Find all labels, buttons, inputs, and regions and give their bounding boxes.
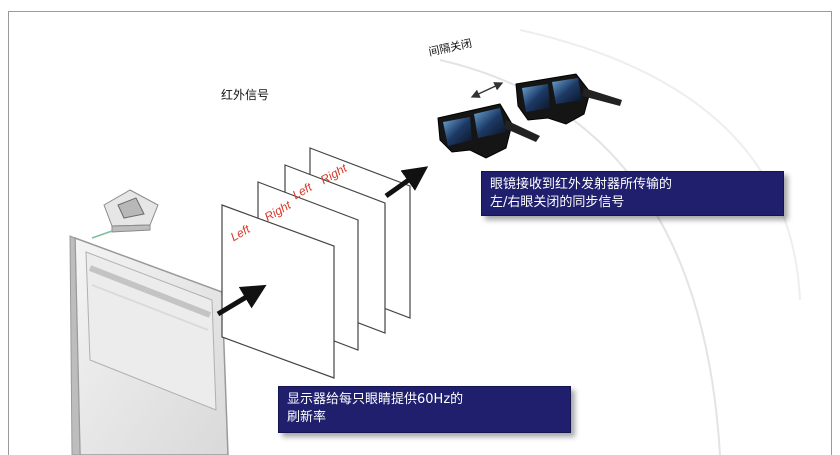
gap-double-arrow xyxy=(470,82,504,98)
glasses-callout-line2: 左/右眼关闭的同步信号 xyxy=(490,195,625,210)
frame-1 xyxy=(221,204,335,379)
figure-border xyxy=(8,11,832,455)
shutter-glasses-front xyxy=(437,103,540,159)
glasses-callout: 眼镜接收到红外发射器所传输的 左/右眼关闭的同步信号 xyxy=(481,171,784,216)
shutter-glasses-back xyxy=(515,73,622,125)
ir-emitter xyxy=(91,189,159,239)
display-callout: 显示器给每只眼睛提供60Hz的 刷新率 xyxy=(278,386,571,433)
glasses-callout-line1: 眼镜接收到红外发射器所传输的 xyxy=(490,177,673,192)
signal-arc-inner xyxy=(519,29,801,301)
display-callout-line2: 刷新率 xyxy=(287,410,327,425)
infrared-signal-label: 红外信号 xyxy=(221,88,270,102)
arrow-to-frames xyxy=(216,284,267,317)
display-callout-line1: 显示器给每只眼睛提供60Hz的 xyxy=(287,392,464,407)
monitor xyxy=(69,235,229,455)
frame-stack xyxy=(221,147,411,379)
arrow-to-glasses xyxy=(384,166,429,199)
